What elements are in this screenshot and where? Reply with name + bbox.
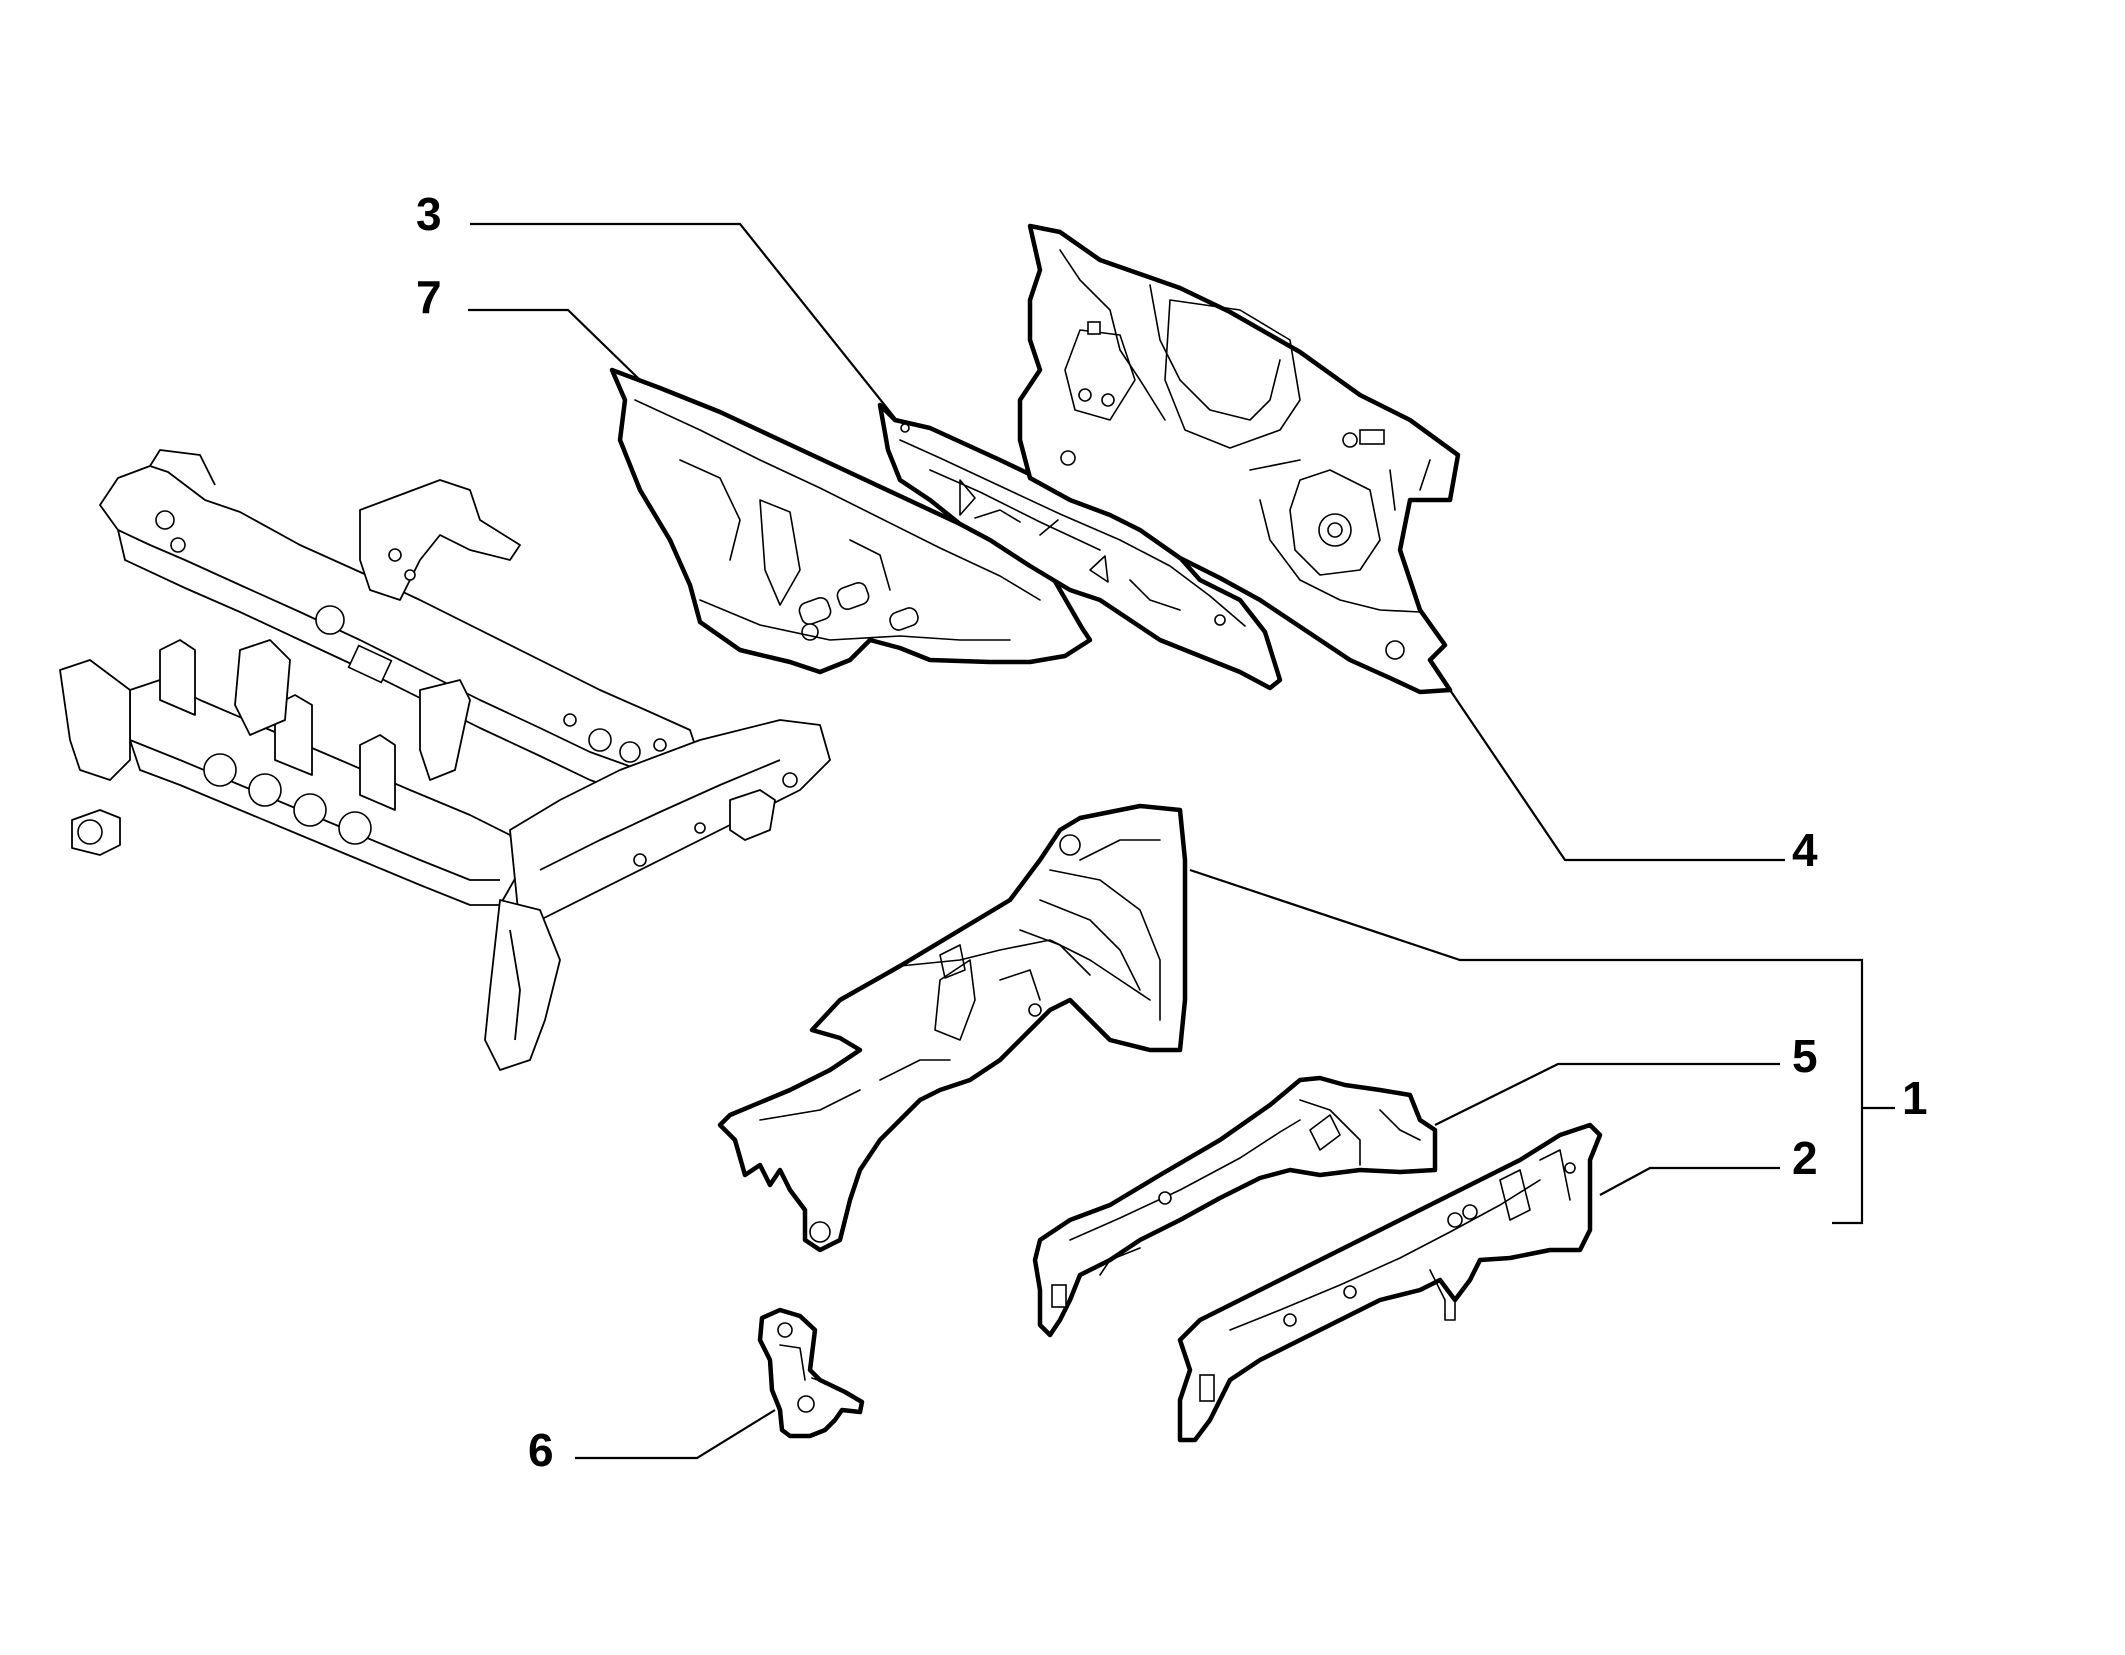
part-5-side-member: [1032, 1075, 1438, 1338]
callout-labels: 3 7 4 5 1 2 6: [416, 188, 1928, 1476]
leader-4: [1449, 689, 1785, 862]
part-4-firewall: [1017, 223, 1461, 695]
part-2-side-member-lower: [1177, 1122, 1603, 1443]
front-frame-assembly: [59, 449, 831, 1071]
leader-2: [1599, 1166, 1780, 1196]
part-7-cowl-panel: [609, 367, 1093, 675]
leader-1: [1189, 868, 1864, 1225]
callout-7: 7: [416, 271, 442, 323]
leader-5: [1434, 1062, 1780, 1126]
part-6-bracket: [757, 1307, 865, 1439]
leader-3: [470, 222, 896, 419]
callout-4: 4: [1792, 824, 1818, 876]
part-3-cowl-reinforcement: [877, 402, 1283, 691]
leader-lines: [468, 222, 1895, 1460]
callout-1: 1: [1902, 1072, 1928, 1124]
leader-7: [468, 308, 641, 381]
callout-3: 3: [416, 188, 442, 240]
callout-6: 6: [528, 1424, 554, 1476]
callout-5: 5: [1792, 1030, 1818, 1082]
leader-6: [575, 1409, 776, 1460]
callout-2: 2: [1792, 1132, 1818, 1184]
part-1-inner-fender: [717, 803, 1188, 1253]
